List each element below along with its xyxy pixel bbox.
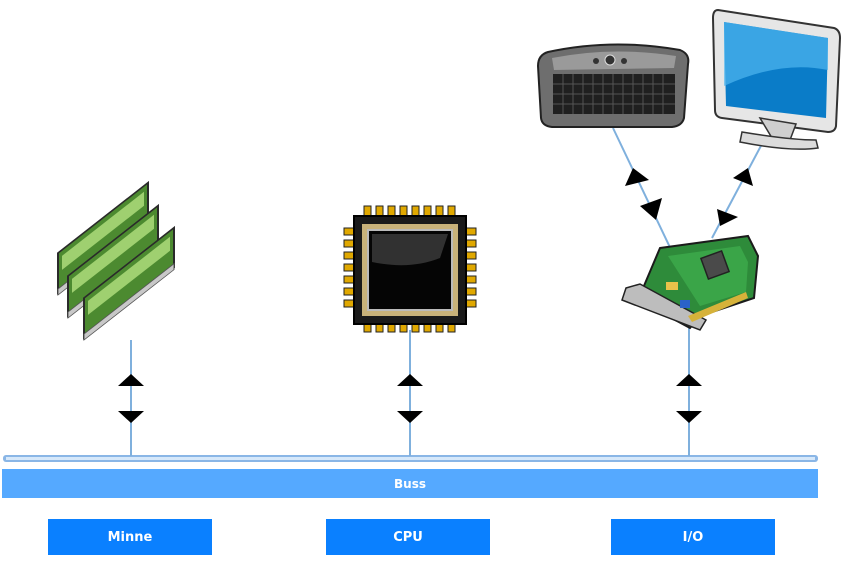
memory-arrow-pair: [118, 374, 144, 423]
ram-modules-icon: [57, 180, 175, 341]
keyboard-icon: [536, 43, 690, 128]
bus-label-bar: Buss: [2, 469, 818, 498]
monitor-icon: [711, 8, 842, 150]
cpu-chip-icon: [343, 205, 477, 333]
io-arrow-pair: [676, 374, 702, 423]
memory-label: Minne: [48, 519, 212, 555]
bus-line: [3, 455, 818, 462]
monitor-arrow-pair: [717, 168, 753, 226]
keyboard-connector: [612, 127, 677, 261]
bus-label: Buss: [394, 476, 426, 491]
keyboard-arrow-pair: [625, 168, 662, 220]
cpu-label: CPU: [326, 519, 490, 555]
expansion-card-icon: [621, 234, 760, 331]
cpu-arrow-pair: [397, 374, 423, 423]
io-label: I/O: [611, 519, 775, 555]
